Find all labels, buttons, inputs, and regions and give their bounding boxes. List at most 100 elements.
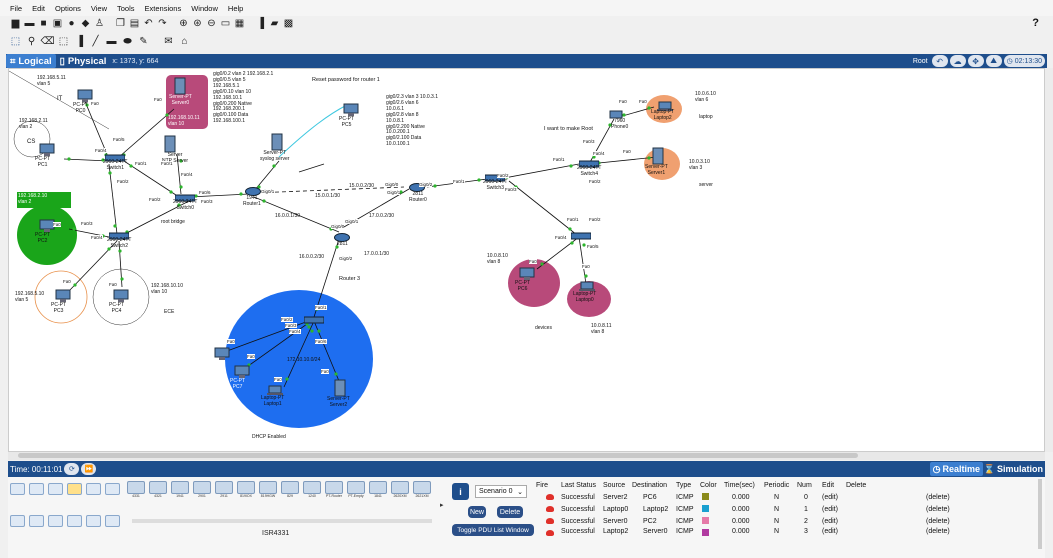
- zoom-out-icon[interactable]: ⊖: [207, 18, 216, 29]
- pc8[interactable]: PC8: [214, 347, 230, 366]
- laptop2[interactable]: Laptop-PT Laptop2: [651, 101, 674, 121]
- custom-device-icon[interactable]: ♙: [95, 18, 104, 29]
- add-simple-pdu-icon[interactable]: ✉: [164, 36, 173, 47]
- pdu-delete-link[interactable]: (delete): [926, 505, 950, 513]
- device-model[interactable]: PT-Router: [324, 481, 344, 503]
- pc7[interactable]: PC-PT PC7: [230, 365, 250, 390]
- pdu-row[interactable]: Successful Laptop2 Server0 ICMP 0.000 N …: [536, 527, 1045, 536]
- switch1[interactable]: 2960-24TT Switch1: [103, 153, 127, 171]
- components-icon[interactable]: [48, 483, 63, 495]
- end-devices-icon[interactable]: [29, 483, 44, 495]
- pdu-row[interactable]: Successful Server2 PC6 ICMP 0.000 N 0 (e…: [536, 491, 1045, 503]
- device-model[interactable]: 1841: [368, 481, 388, 503]
- phone0[interactable]: 7960 Phone0: [609, 109, 628, 130]
- fire-icon[interactable]: [546, 518, 554, 524]
- pdu-edit-link[interactable]: (edit): [822, 517, 838, 525]
- routers-icon[interactable]: [10, 515, 25, 527]
- rectangle-icon[interactable]: ▬: [106, 36, 117, 47]
- switch2[interactable]: 2960-24TT Switch2: [107, 231, 131, 249]
- menu-options[interactable]: Options: [55, 3, 81, 13]
- zoom-in-icon[interactable]: ⊕: [179, 18, 188, 29]
- router3[interactable]: 2811: [334, 233, 350, 247]
- info-icon[interactable]: i: [452, 483, 469, 500]
- help-icon[interactable]: ?: [1032, 17, 1039, 29]
- new-scenario-button[interactable]: New: [468, 506, 486, 518]
- activity-wizard-icon[interactable]: ●: [68, 18, 75, 29]
- collapse-arrow-icon[interactable]: ▸: [440, 502, 444, 509]
- laptop1[interactable]: Laptop-PT Laptop1: [261, 385, 284, 407]
- select-icon[interactable]: ⬚: [10, 36, 21, 47]
- pdu-delete-link[interactable]: (delete): [926, 493, 950, 501]
- pdu-scrollbar[interactable]: [1038, 479, 1042, 549]
- pc0[interactable]: PC-PT PC0: [73, 89, 93, 114]
- fire-icon[interactable]: [546, 494, 554, 500]
- server0[interactable]: Server-PT Server0: [169, 77, 192, 106]
- pdu-row[interactable]: Successful Laptop0 Laptop2 ICMP 0.000 N …: [536, 503, 1045, 515]
- new-file-icon[interactable]: ▆: [11, 18, 20, 29]
- misc-icon[interactable]: [86, 483, 101, 495]
- paste-icon[interactable]: ▤: [129, 18, 140, 29]
- pdu-delete-link[interactable]: (delete): [926, 517, 950, 525]
- hubs-icon[interactable]: [48, 515, 63, 527]
- ntp-server[interactable]: Server NTP Server: [162, 135, 188, 164]
- tab-physical[interactable]: ▯ Physical: [56, 54, 111, 68]
- device-model[interactable]: 4321: [148, 481, 168, 503]
- viewport-icon[interactable]: ⛰: [985, 55, 1002, 67]
- redo-icon[interactable]: ↷: [158, 18, 167, 29]
- wireless-icon[interactable]: [67, 515, 82, 527]
- ellipse-icon[interactable]: ⬬: [123, 36, 132, 47]
- move-icon[interactable]: ✥: [967, 55, 984, 67]
- open-folder-icon[interactable]: ▬: [24, 18, 35, 29]
- device-model[interactable]: 819HGW: [258, 481, 278, 503]
- switch5[interactable]: [570, 231, 592, 243]
- inspect-icon[interactable]: ⚲: [27, 36, 36, 47]
- network-info-icon[interactable]: ◆: [81, 18, 90, 29]
- ipc-icon[interactable]: ▐: [256, 18, 265, 29]
- zoom-reset-icon[interactable]: ⊛: [193, 18, 202, 29]
- connections-icon[interactable]: [67, 483, 82, 495]
- device-model[interactable]: 4331: [126, 481, 146, 503]
- print-icon[interactable]: ▣: [52, 18, 63, 29]
- pc1[interactable]: PC-PT PC1: [35, 143, 55, 168]
- security-icon[interactable]: [86, 515, 101, 527]
- device-model[interactable]: 1240: [302, 481, 322, 503]
- fire-icon[interactable]: [546, 530, 554, 536]
- device-model[interactable]: 829: [280, 481, 300, 503]
- device-list-scrollbar[interactable]: [132, 519, 432, 523]
- server1[interactable]: Server-PT Server1: [645, 147, 668, 176]
- menu-file[interactable]: File: [10, 3, 23, 13]
- power-cycle-icon[interactable]: ⟳: [64, 463, 80, 475]
- delete-tool-icon[interactable]: ⌫: [40, 36, 55, 47]
- pc3[interactable]: PC-PT PC3: [51, 289, 71, 314]
- multiuser-icon[interactable]: [105, 483, 120, 495]
- draw-palette-icon[interactable]: ▭: [220, 18, 231, 29]
- device-model[interactable]: 2620XM: [390, 481, 410, 503]
- device-model[interactable]: 2901: [192, 481, 212, 503]
- device-model[interactable]: PT-Empty: [346, 481, 366, 503]
- pdu-delete-link[interactable]: (delete): [926, 528, 950, 535]
- copy-icon[interactable]: ❐: [116, 18, 125, 29]
- pdu-row[interactable]: Successful Server0 PC2 ICMP 0.000 N 2 (e…: [536, 515, 1045, 527]
- menu-extensions[interactable]: Extensions: [144, 3, 182, 13]
- pc5[interactable]: PC-PT PC5: [339, 103, 359, 128]
- toggle-pdu-list-button[interactable]: Toggle PDU List Window: [452, 524, 534, 536]
- image-icon[interactable]: ▩: [283, 18, 294, 29]
- horizontal-scrollbar[interactable]: [8, 452, 1045, 460]
- pc4[interactable]: PC-PT PC4: [109, 289, 129, 314]
- server2[interactable]: Server-PT Server2: [327, 379, 350, 408]
- save-icon[interactable]: ■: [40, 18, 47, 29]
- router1[interactable]: 1941 Router1: [243, 187, 261, 207]
- network-devices-icon[interactable]: [10, 483, 25, 495]
- resize-icon[interactable]: ⬚: [58, 36, 69, 47]
- note-icon[interactable]: ▐: [75, 36, 84, 47]
- menu-tools[interactable]: Tools: [117, 3, 135, 13]
- delete-scenario-button[interactable]: Delete: [497, 506, 523, 518]
- scroll-thumb[interactable]: [18, 453, 858, 458]
- pdu-edit-link[interactable]: (edit): [822, 528, 838, 535]
- device-model[interactable]: 1941: [170, 481, 190, 503]
- wan-emulation-icon[interactable]: [105, 515, 120, 527]
- device-model[interactable]: 2911: [214, 481, 234, 503]
- pc6[interactable]: PC-PT PC6: [515, 267, 535, 292]
- laptop0[interactable]: Laptop-PT Laptop0: [573, 281, 596, 303]
- device-model[interactable]: 819IOX: [236, 481, 256, 503]
